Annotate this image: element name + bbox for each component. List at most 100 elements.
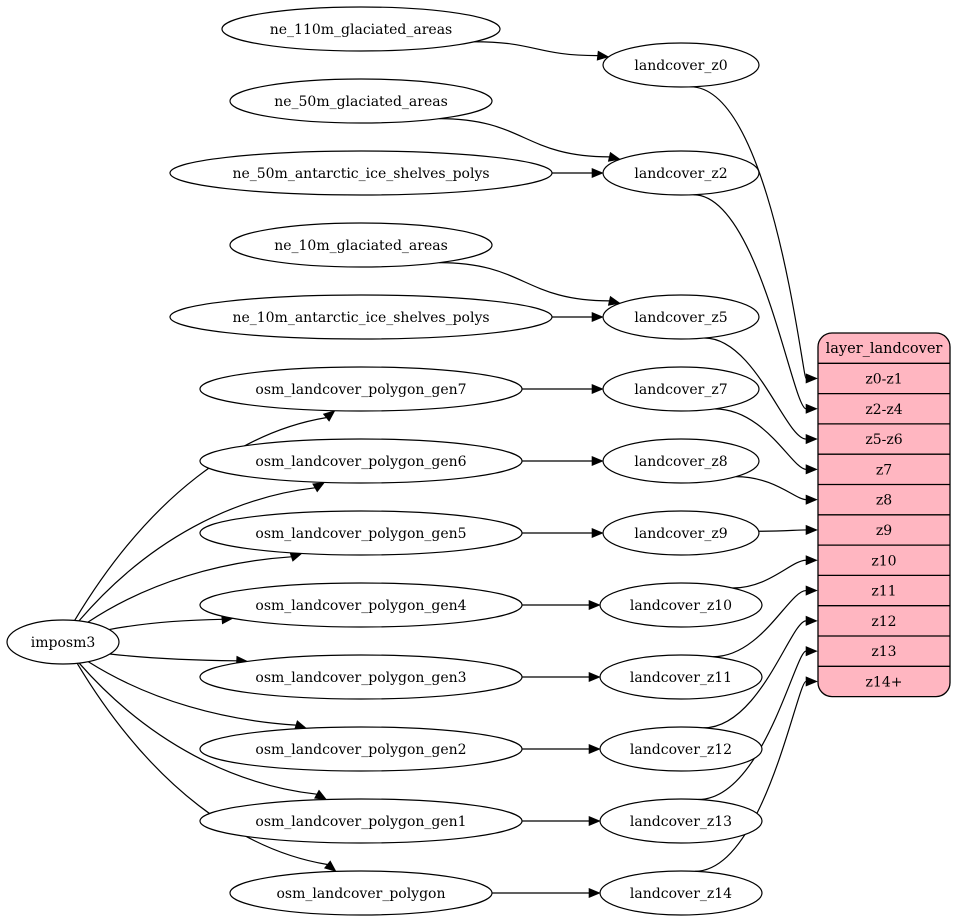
node-landcover_z0[interactable]: landcover_z0 — [602, 42, 760, 88]
node-label: imposm3 — [31, 635, 96, 651]
table-row-label: z13 — [871, 644, 896, 660]
edge-landcover_z8-to-table-row-4 — [735, 476, 807, 501]
node-label: landcover_z14 — [630, 886, 732, 902]
node-shape — [199, 510, 523, 556]
node-ne_50m_glaciated_areas[interactable]: ne_50m_glaciated_areas — [229, 78, 493, 124]
node-shape — [599, 654, 763, 700]
edge-arrowhead — [591, 455, 604, 467]
edge-arrowhead — [591, 311, 604, 323]
node-label: osm_landcover_polygon_gen4 — [255, 598, 466, 614]
edge-arrowhead — [607, 151, 621, 162]
node-shape — [199, 798, 523, 844]
node-label: landcover_z13 — [630, 814, 732, 830]
edge-landcover_z2-to-table-row-1 — [693, 194, 807, 410]
node-shape — [599, 798, 763, 844]
node-ne_10m_antarctic_ice_shelves_polys[interactable]: ne_10m_antarctic_ice_shelves_polys — [169, 294, 553, 340]
edges-layer — [74, 41, 818, 899]
node-imposm3[interactable]: imposm3 — [6, 619, 120, 665]
node-shape — [602, 438, 760, 484]
node-landcover_z5[interactable]: landcover_z5 — [602, 294, 760, 340]
node-landcover_z13[interactable]: landcover_z13 — [599, 798, 763, 844]
node-shape — [199, 726, 523, 772]
edge-arrowhead — [805, 433, 818, 445]
node-osm_landcover_polygon_gen3[interactable]: osm_landcover_polygon_gen3 — [199, 654, 523, 700]
edge-arrowhead — [312, 482, 326, 493]
table-row-label: z10 — [871, 553, 896, 569]
node-landcover_z7[interactable]: landcover_z7 — [602, 366, 760, 412]
edge-ne_10m_glaciated_areas-to-landcover_z5 — [439, 262, 610, 302]
table-row-label: z8 — [876, 493, 892, 509]
edge-imposm3-to-osm_landcover_polygon_gen3 — [109, 653, 237, 662]
node-label: ne_10m_antarctic_ice_shelves_polys — [232, 310, 489, 326]
edge-imposm3-to-osm_landcover_polygon — [76, 662, 328, 866]
layer-landcover-table[interactable]: layer_landcoverz0-z1z2-z4z5-z6z7z8z9z10z… — [817, 332, 951, 698]
node-label: landcover_z7 — [634, 382, 727, 398]
node-shape — [602, 42, 760, 88]
edge-imposm3-to-osm_landcover_polygon_gen2 — [87, 661, 296, 726]
edge-imposm3-to-osm_landcover_polygon_gen4 — [109, 618, 222, 631]
edge-imposm3-to-osm_landcover_polygon_gen6 — [78, 487, 316, 622]
node-osm_landcover_polygon_gen4[interactable]: osm_landcover_polygon_gen4 — [199, 582, 523, 628]
node-osm_landcover_polygon_gen5[interactable]: osm_landcover_polygon_gen5 — [199, 510, 523, 556]
node-landcover_z8[interactable]: landcover_z8 — [602, 438, 760, 484]
node-shape — [229, 78, 493, 124]
edge-landcover_z14-to-table-row-10 — [694, 680, 807, 872]
edge-arrowhead — [314, 789, 328, 800]
node-label: landcover_z11 — [630, 670, 732, 686]
node-label: osm_landcover_polygon_gen2 — [255, 742, 466, 758]
node-label: landcover_z5 — [634, 310, 727, 326]
edge-landcover_z5-to-table-row-2 — [704, 337, 807, 440]
edge-landcover_z12-to-table-row-8 — [703, 620, 807, 729]
node-shape — [602, 294, 760, 340]
node-shape — [602, 366, 760, 412]
node-shape — [602, 510, 760, 556]
node-landcover_z9[interactable]: landcover_z9 — [602, 510, 760, 556]
node-label: osm_landcover_polygon_gen3 — [255, 670, 466, 686]
edge-arrowhead — [323, 860, 337, 872]
table-row-label: z7 — [876, 462, 892, 478]
node-landcover_z14[interactable]: landcover_z14 — [599, 870, 763, 916]
edge-arrowhead — [607, 295, 621, 306]
node-ne_50m_antarctic_ice_shelves_polys[interactable]: ne_50m_antarctic_ice_shelves_polys — [169, 150, 553, 196]
node-ne_10m_glaciated_areas[interactable]: ne_10m_glaciated_areas — [229, 222, 493, 268]
node-osm_landcover_polygon_gen7[interactable]: osm_landcover_polygon_gen7 — [199, 366, 523, 412]
edge-arrowhead — [805, 373, 818, 384]
table-row-label: z11 — [871, 584, 896, 600]
edge-arrowhead — [805, 403, 818, 414]
node-label: osm_landcover_polygon_gen7 — [255, 382, 466, 398]
edge-arrowhead — [588, 887, 601, 899]
edge-arrowhead — [591, 167, 604, 179]
edge-landcover_z11-to-table-row-7 — [712, 589, 807, 658]
node-shape — [199, 582, 523, 628]
node-ne_110m_glaciated_areas[interactable]: ne_110m_glaciated_areas — [221, 6, 501, 52]
edge-landcover_z0-to-table-row-0 — [690, 86, 807, 380]
node-osm_landcover_polygon_gen2[interactable]: osm_landcover_polygon_gen2 — [199, 726, 523, 772]
node-label: ne_50m_antarctic_ice_shelves_polys — [232, 166, 489, 182]
node-landcover_z10[interactable]: landcover_z10 — [599, 582, 763, 628]
edge-arrowhead — [805, 494, 818, 505]
edge-landcover_z13-to-table-row-9 — [698, 650, 807, 801]
node-osm_landcover_polygon_gen1[interactable]: osm_landcover_polygon_gen1 — [199, 798, 523, 844]
node-osm_landcover_polygon_gen6[interactable]: osm_landcover_polygon_gen6 — [199, 438, 523, 484]
node-landcover_z12[interactable]: landcover_z12 — [599, 726, 763, 772]
edge-ne_110m_glaciated_areas-to-landcover_z0 — [474, 41, 598, 57]
node-shape — [229, 870, 493, 916]
edge-landcover_z9-to-table-row-5 — [758, 529, 807, 532]
node-shape — [599, 582, 763, 628]
node-osm_landcover_polygon[interactable]: osm_landcover_polygon — [229, 870, 493, 916]
edge-arrowhead — [588, 599, 601, 611]
node-label: landcover_z2 — [634, 166, 727, 182]
node-shape — [199, 366, 523, 412]
node-landcover_z2[interactable]: landcover_z2 — [602, 150, 760, 196]
node-landcover_z11[interactable]: landcover_z11 — [599, 654, 763, 700]
node-label: landcover_z10 — [630, 598, 732, 614]
edge-arrowhead — [588, 815, 601, 827]
node-label: osm_landcover_polygon_gen5 — [255, 526, 466, 542]
node-label: osm_landcover_polygon_gen1 — [255, 814, 466, 830]
node-shape — [199, 438, 523, 484]
node-label: ne_10m_glaciated_areas — [274, 238, 448, 254]
table-row-label: z5-z6 — [865, 432, 902, 448]
edge-arrowhead — [322, 410, 336, 422]
